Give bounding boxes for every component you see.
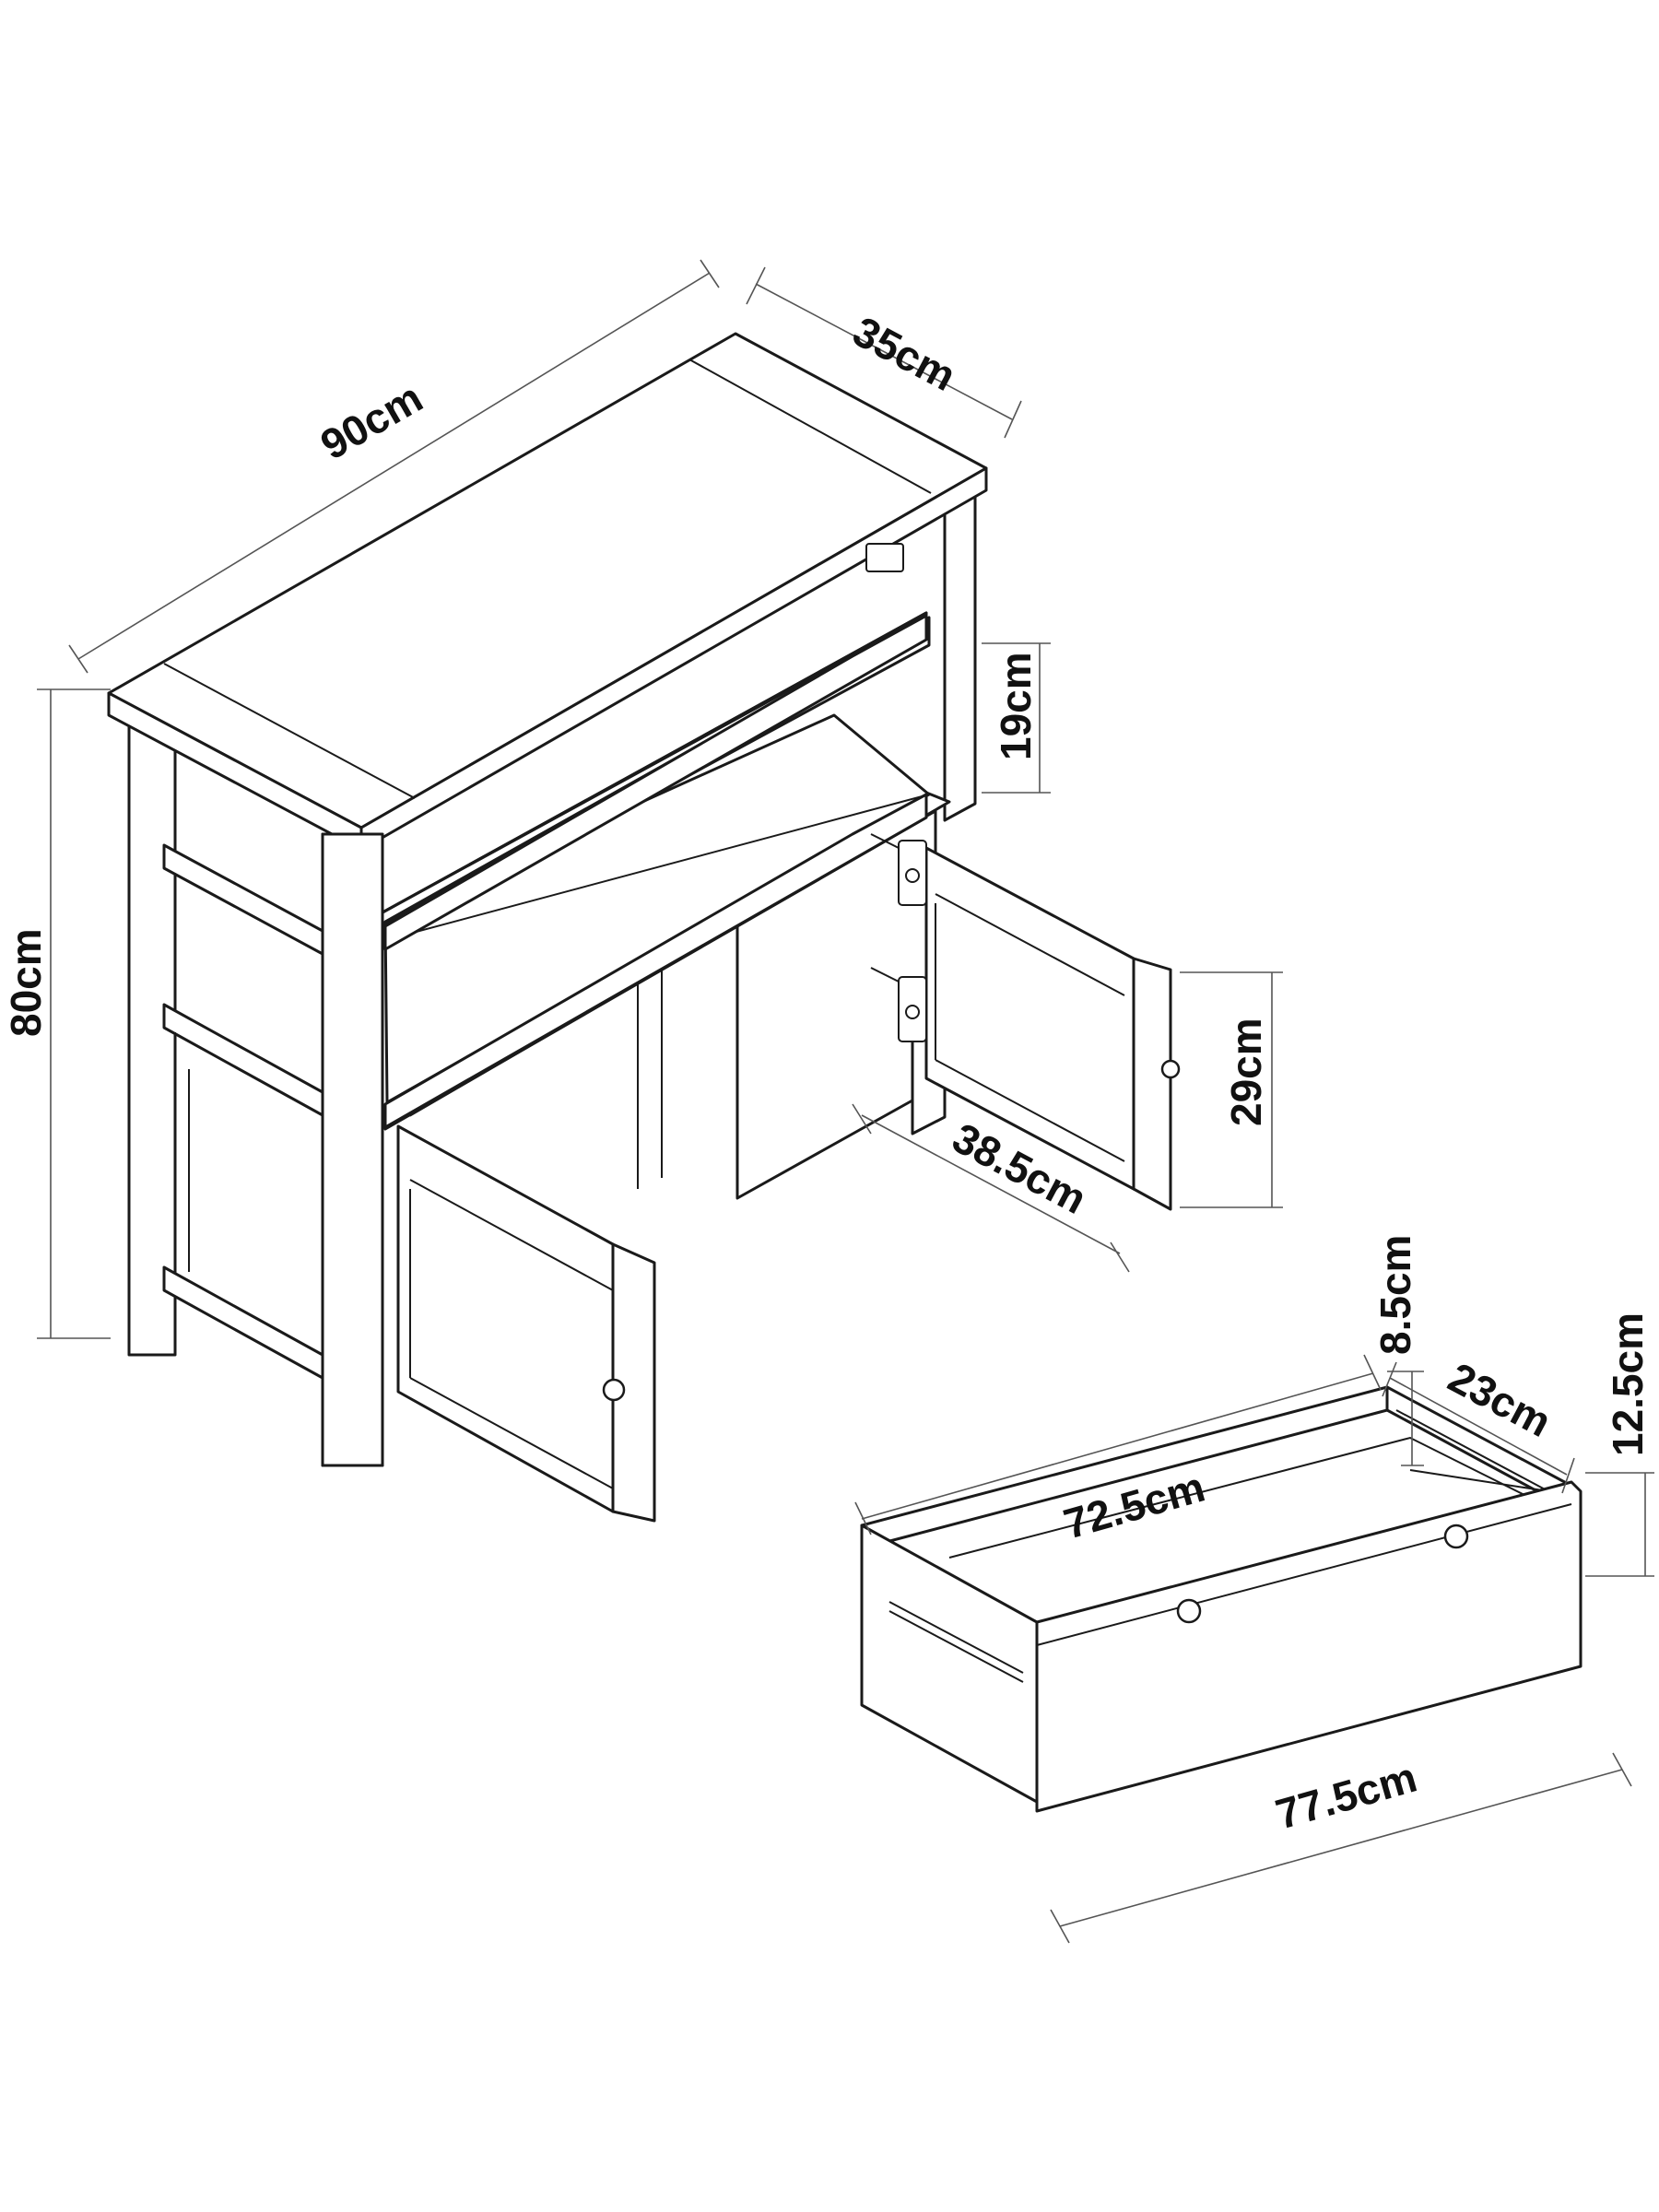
door-knob-icon xyxy=(1160,1059,1181,1079)
drawer-front-width-line xyxy=(1050,1752,1632,1944)
right-door xyxy=(924,846,1181,1211)
left-rail-lower xyxy=(162,1265,324,1380)
hinge-hardware xyxy=(865,543,927,1042)
door-knob-icon xyxy=(602,1378,626,1402)
drawer-left-side xyxy=(860,1524,1039,1804)
left-rail-upper xyxy=(162,843,324,956)
depth-dimension-line xyxy=(746,266,1022,439)
height-dimension-line xyxy=(37,688,111,1339)
drawer-runner-icon xyxy=(865,543,904,572)
dimension-labels: 90cm 35cm 80cm 19cm 29cm 38.5cm 72.5cm 7… xyxy=(2,307,1652,1839)
left-door xyxy=(396,1124,656,1523)
drawer-inner-height-line xyxy=(1387,1371,1424,1466)
door-height-label: 29cm xyxy=(1222,1018,1270,1126)
shelf-board-upper xyxy=(383,614,928,951)
shelf-gap-dimension-line xyxy=(982,642,1051,794)
width-dimension-line xyxy=(68,259,720,674)
shelf-board-middle xyxy=(383,793,928,1129)
inner-divider xyxy=(637,960,663,1189)
back-right-leg xyxy=(943,485,977,822)
door-width-dimension-line xyxy=(852,1103,1130,1273)
drawer-front-width-label: 77.5cm xyxy=(1270,1753,1421,1839)
cabinet-drawing xyxy=(107,332,1181,1523)
drawer-front-height-line xyxy=(1585,1472,1654,1577)
drawer-knob-icon xyxy=(1176,1598,1202,1624)
left-rail-middle xyxy=(162,1003,324,1117)
shelf-a-top xyxy=(381,611,928,914)
drawer-inner-height-label: 8.5cm xyxy=(1371,1235,1419,1355)
drawer-inner-width-line xyxy=(854,1354,1382,1535)
drawer-knob-icon xyxy=(1443,1524,1469,1549)
drawer-front-height-label: 12.5cm xyxy=(1604,1312,1652,1456)
cabinet-depth-label: 35cm xyxy=(845,307,963,400)
top-breadboard-left xyxy=(163,663,416,799)
left-front-leg-face xyxy=(321,832,384,1467)
drawer-depth-line xyxy=(1382,1361,1575,1494)
drawer-drawing xyxy=(860,1385,1583,1813)
cabinet-height-label: 80cm xyxy=(2,928,50,1037)
shelf-gap-label: 19cm xyxy=(992,652,1040,760)
drawer-front xyxy=(1035,1480,1583,1813)
top-breadboard-right xyxy=(688,359,932,494)
door-height-dimension-line xyxy=(1180,971,1283,1208)
drawer-runner xyxy=(888,1601,1024,1683)
dimension-lines xyxy=(37,259,1654,1944)
left-back-leg xyxy=(127,723,177,1357)
